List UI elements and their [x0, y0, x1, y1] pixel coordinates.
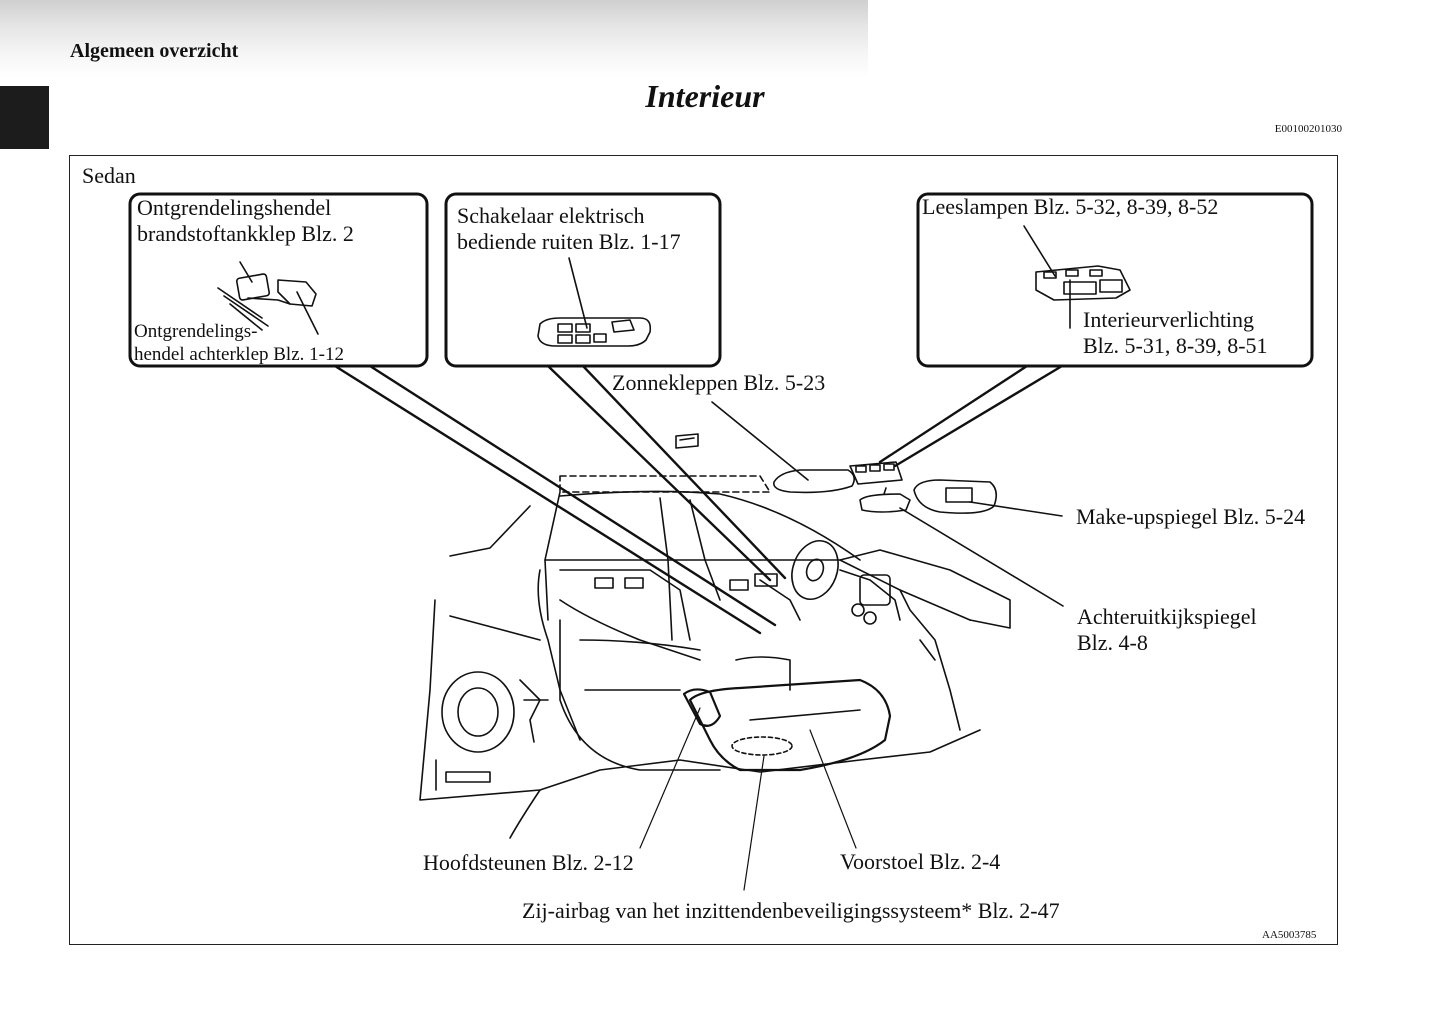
door-panel-icon	[559, 569, 778, 641]
side-airbag-label: Zij-airbag van het inzittendenbeveiligin…	[522, 898, 1060, 923]
rear-seat-icon	[537, 569, 721, 771]
interior-light-label-line2: Blz. 5-31, 8-39, 8-51	[1083, 333, 1268, 358]
section-tab-marker	[0, 86, 49, 149]
figure-variant-label: Sedan	[82, 163, 136, 188]
spare-tire-icon	[441, 671, 549, 783]
interior-light-label-line1: Interieurverlichting	[1083, 307, 1255, 332]
reading-lamps-label: Leeslampen Blz. 5-32, 8-39, 8-52	[922, 194, 1219, 219]
sun-visors-label: Zonnekleppen Blz. 5-23	[612, 370, 826, 395]
leader-lines	[639, 707, 857, 891]
dashboard-steering-icon	[759, 540, 901, 625]
fuel-lever-icon	[217, 261, 319, 335]
fuel-lid-label-line2: brandstoftankklep Blz. 2	[137, 221, 354, 246]
power-window-label-line2: bediende ruiten Blz. 1-17	[457, 229, 681, 254]
front-seat-icon	[682, 656, 892, 772]
rear-view-mirror-icon	[859, 487, 1064, 607]
trunk-lid-label-line1: Ontgrendelings-	[134, 321, 258, 342]
dome-light-icon	[675, 433, 699, 449]
sun-visor-icon	[711, 401, 856, 494]
header-band	[0, 0, 868, 78]
figure-frame	[69, 155, 1338, 945]
headrests-label: Hoofdsteunen Blz. 2-12	[423, 850, 634, 875]
callout-box-fuel-lid	[128, 192, 429, 368]
rear-view-mirror-label-line1: Achteruitkijkspiegel	[1077, 604, 1257, 629]
power-window-label-line1: Schakelaar elektrisch	[457, 203, 645, 228]
document-code: E00100201030	[1274, 123, 1342, 135]
rear-view-mirror-label-line2: Blz. 4-8	[1077, 630, 1148, 655]
window-switch-icon	[537, 257, 652, 347]
vanity-mirror-label: Make-upspiegel Blz. 5-24	[1076, 504, 1306, 529]
car-body-outline	[419, 475, 1011, 839]
section-title: Algemeen overzicht	[70, 40, 239, 62]
reading-lamp-icon	[1023, 225, 1131, 329]
callout-box-lamps	[916, 192, 1314, 368]
page-title: Interieur	[645, 78, 765, 114]
figure-code: AA5003785	[1262, 929, 1317, 941]
fuel-lid-label-line1: Ontgrendelingshendel	[137, 195, 332, 220]
overhead-console-icon	[849, 461, 903, 485]
callout-pointers	[333, 364, 1064, 635]
vanity-mirror-visor-icon	[913, 479, 1063, 517]
front-seat-label: Voorstoel Blz. 2-4	[840, 849, 1001, 874]
trunk-lid-label-line2: hendel achterklep Blz. 1-12	[134, 344, 344, 365]
